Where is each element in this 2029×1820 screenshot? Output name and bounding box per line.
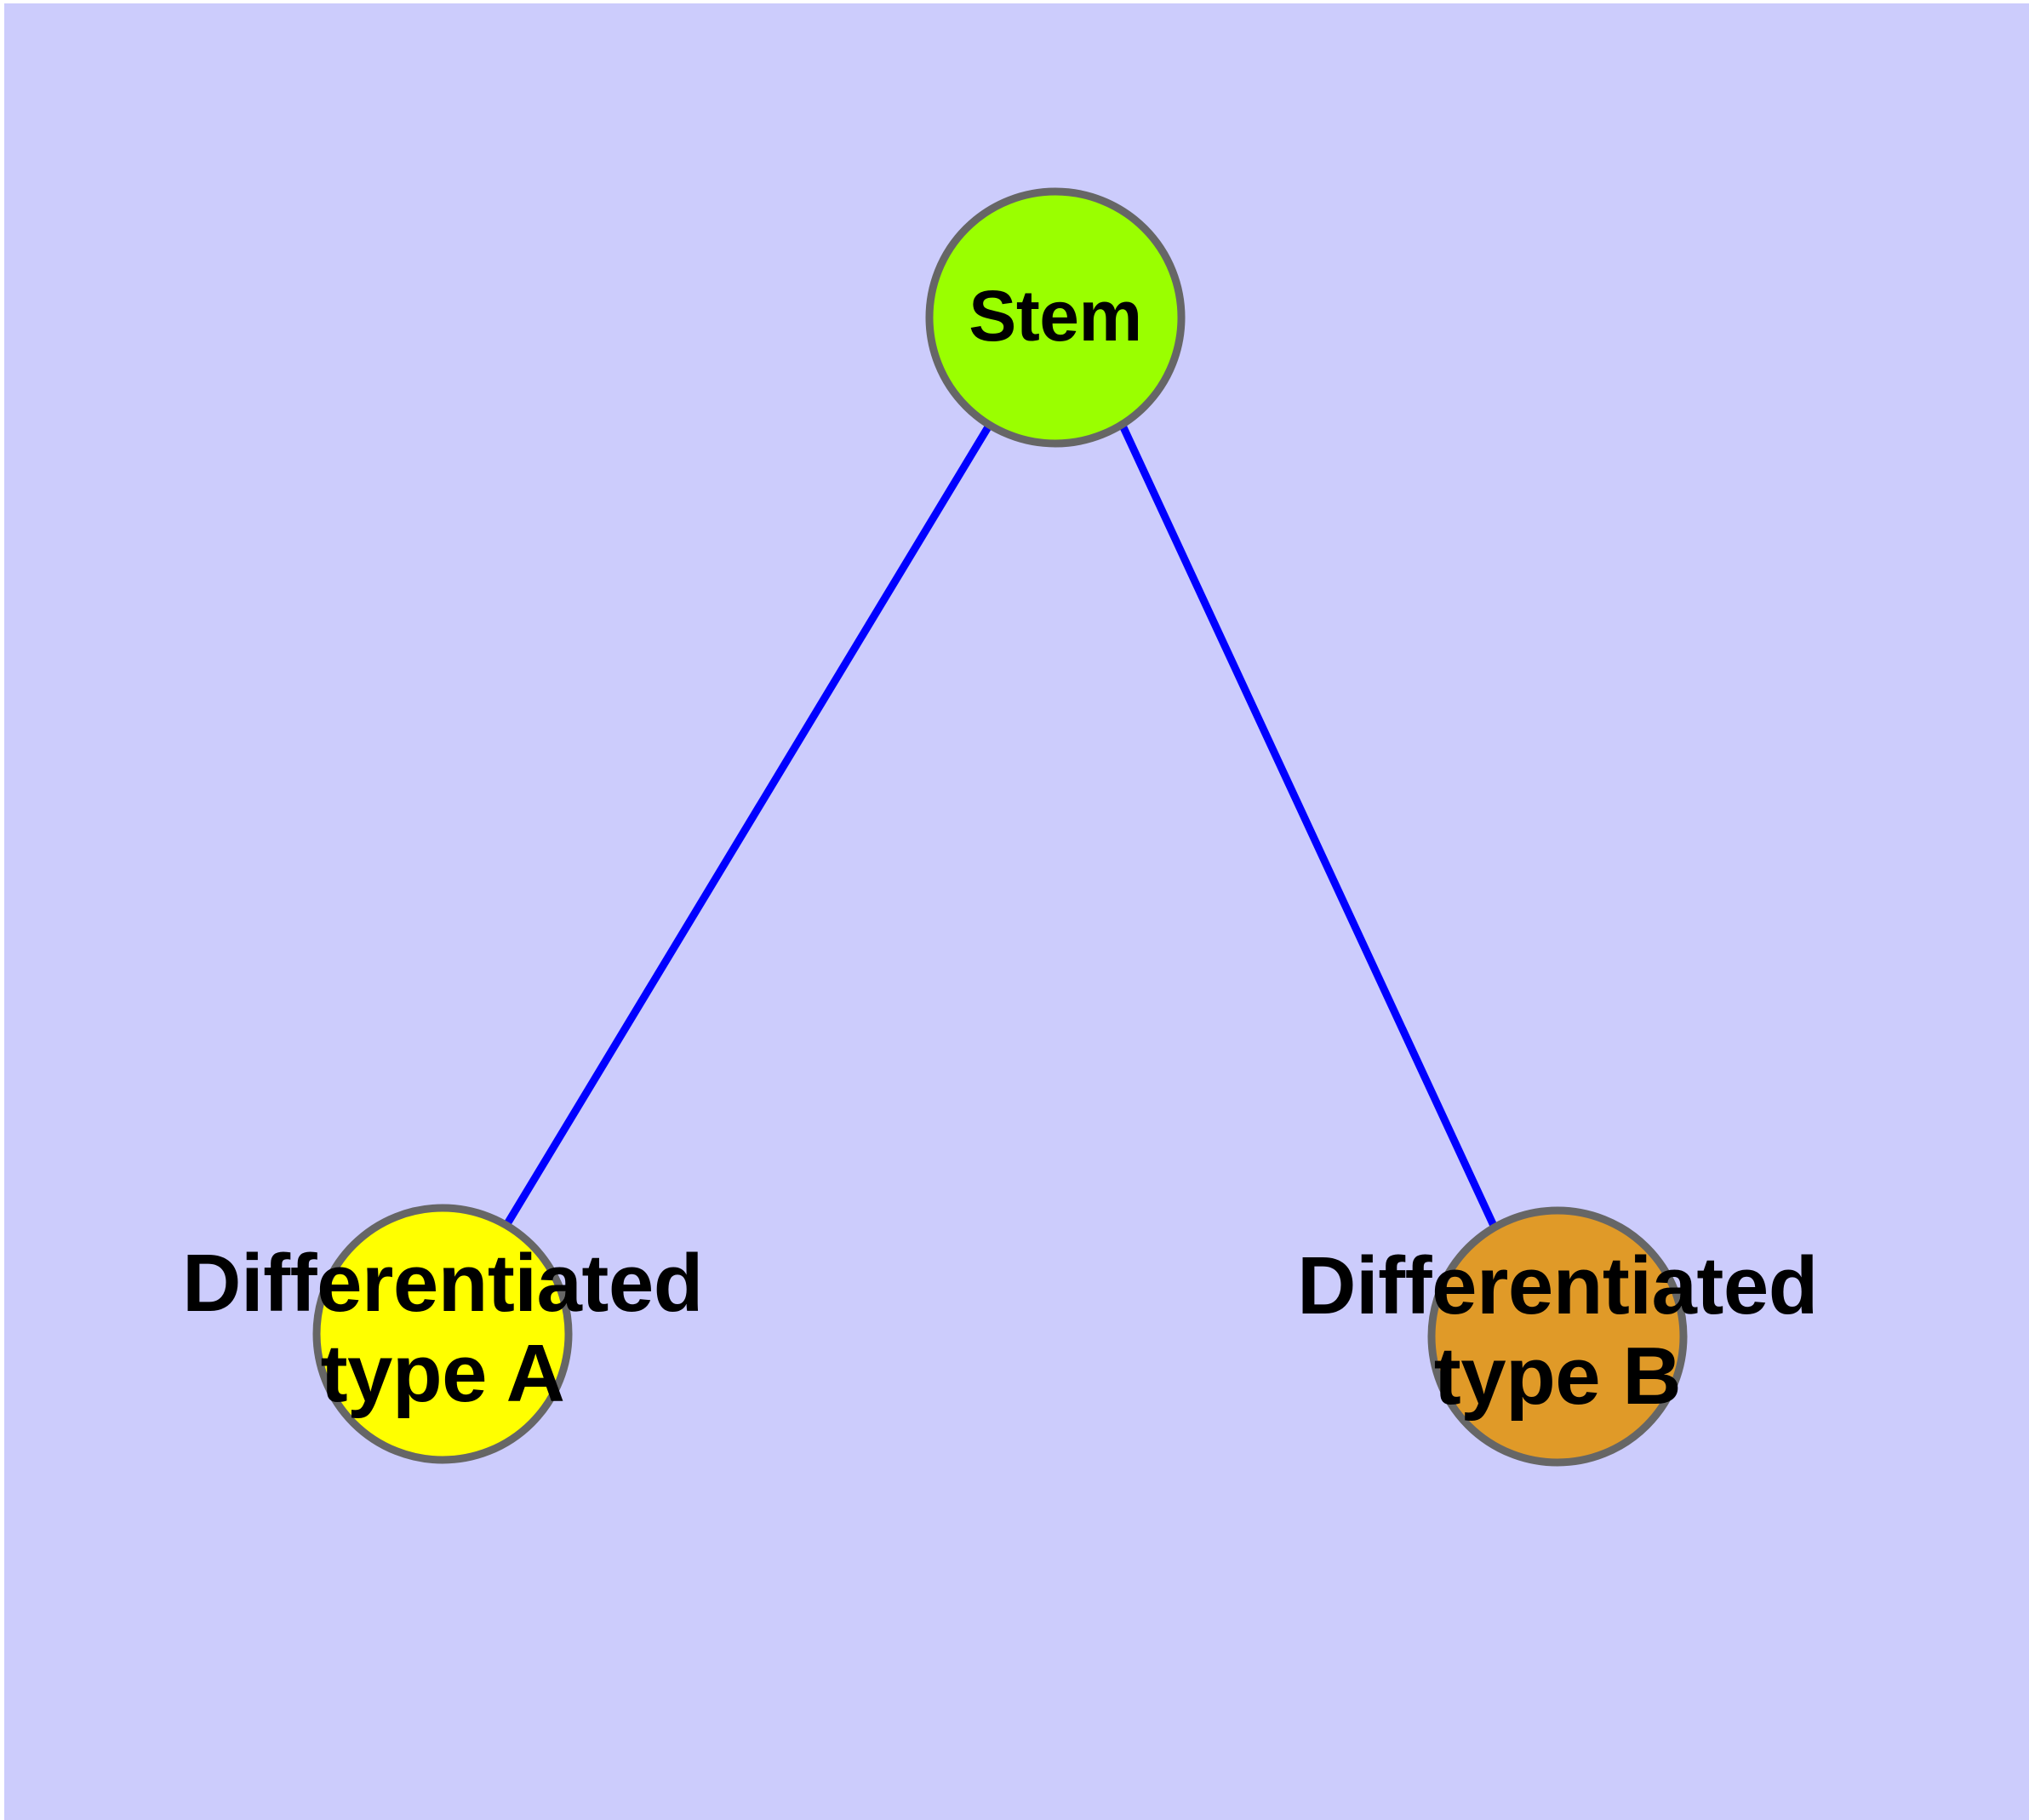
edge-layer xyxy=(502,423,1499,1229)
edge-stem-to-differentiated-type-b xyxy=(1119,426,1499,1229)
node-differentiated-type-a[interactable] xyxy=(312,1204,573,1464)
edge-stem-to-differentiated-type-a xyxy=(502,423,992,1229)
node-layer xyxy=(312,187,1688,1467)
node-stem[interactable] xyxy=(925,187,1186,448)
node-differentiated-type-b[interactable] xyxy=(1427,1206,1688,1467)
